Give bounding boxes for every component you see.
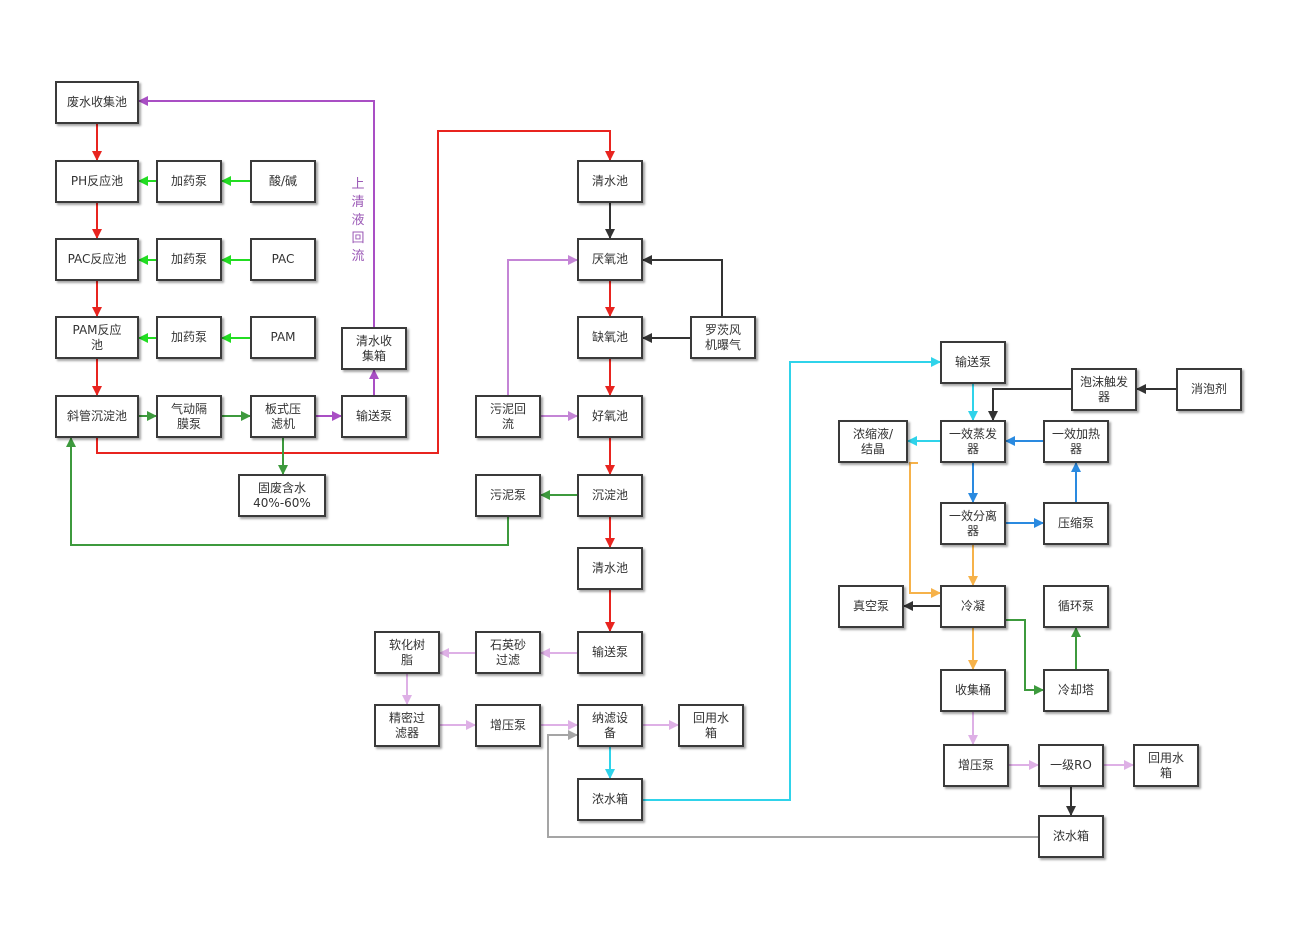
flow-arrow-17 <box>138 96 375 327</box>
clear-pool-1: 清水池 <box>577 160 643 203</box>
supernatant-return-label: 上清液回流 <box>351 177 365 264</box>
inclined-settler: 斜管沉淀池 <box>55 395 139 438</box>
softening-resin: 软化树 脂 <box>374 631 440 674</box>
vacuum-pump: 真空泵 <box>838 585 904 628</box>
flow-arrow-38 <box>547 730 1038 838</box>
transfer-pump-3: 输送泵 <box>940 341 1006 384</box>
anoxic-tank: 缺氧池 <box>577 316 643 359</box>
roots-blower: 罗茨风 机曝气 <box>690 316 756 359</box>
sludge-return: 污泥回 流 <box>475 395 541 438</box>
diaphragm-pump: 气动隔 膜泵 <box>156 395 222 438</box>
reuse-water-tank-2: 回用水 箱 <box>1133 744 1199 787</box>
flow-arrow-48 <box>909 462 941 598</box>
primary-separator: 一效分离 器 <box>940 502 1006 545</box>
cooling-tower: 冷却塔 <box>1043 669 1109 712</box>
reuse-water-tank-1: 回用水 箱 <box>678 704 744 747</box>
pam-source: PAM <box>250 316 316 359</box>
solid-waste: 固废含水 40%-60% <box>238 474 326 517</box>
flow-arrow-29 <box>66 437 509 546</box>
foam-trigger: 泡沫触发 器 <box>1071 368 1137 411</box>
transfer-pump-2: 输送泵 <box>577 631 643 674</box>
aerobic-tank: 好氧池 <box>577 395 643 438</box>
acid-alkali-source: 酸/碱 <box>250 160 316 203</box>
flow-arrow-27 <box>507 255 578 395</box>
defoamer: 消泡剂 <box>1176 368 1242 411</box>
circulation-pump: 循环泵 <box>1043 585 1109 628</box>
quartz-sand-filter: 石英砂 过滤 <box>475 631 541 674</box>
concentrate-crystal: 浓缩液/ 结晶 <box>838 420 908 463</box>
flow-arrow-50 <box>1006 619 1044 695</box>
primary-heater: 一效加热 器 <box>1043 420 1109 463</box>
anaerobic-tank: 厌氧池 <box>577 238 643 281</box>
primary-evaporator: 一效蒸发 器 <box>940 420 1006 463</box>
plate-filter-press: 板式压 滤机 <box>250 395 316 438</box>
booster-pump-1: 增压泵 <box>475 704 541 747</box>
nanofiltration-unit: 纳滤设 备 <box>577 704 643 747</box>
primary-ro: 一级RO <box>1038 744 1104 787</box>
concentrate-tank-2: 浓水箱 <box>1038 815 1104 858</box>
wastewater-collection-pool: 废水收集池 <box>55 81 139 124</box>
dosing-pump-2: 加药泵 <box>156 238 222 281</box>
dosing-pump-1: 加药泵 <box>156 160 222 203</box>
precision-filter: 精密过 滤器 <box>374 704 440 747</box>
concentrate-tank-1: 浓水箱 <box>577 778 643 821</box>
flow-arrow-37 <box>643 357 941 801</box>
pac-reaction-tank: PAC反应池 <box>55 238 139 281</box>
dosing-pump-3: 加药泵 <box>156 316 222 359</box>
pam-reaction-tank: PAM反应 池 <box>55 316 139 359</box>
pac-source: PAC <box>250 238 316 281</box>
flow-arrow-24 <box>642 255 723 316</box>
ph-reaction-tank: PH反应池 <box>55 160 139 203</box>
clear-pool-2: 清水池 <box>577 547 643 590</box>
sludge-pump: 污泥泵 <box>475 474 541 517</box>
flow-arrow-41 <box>988 388 1071 421</box>
transfer-pump-1: 输送泵 <box>341 395 407 438</box>
condenser: 冷凝 <box>940 585 1006 628</box>
clear-water-tank-1: 清水收 集箱 <box>341 327 407 370</box>
compressor-pump: 压缩泵 <box>1043 502 1109 545</box>
sedimentation-tank: 沉淀池 <box>577 474 643 517</box>
collection-bucket: 收集桶 <box>940 669 1006 712</box>
booster-pump-2: 增压泵 <box>943 744 1009 787</box>
flow-arrow-5 <box>96 130 615 454</box>
